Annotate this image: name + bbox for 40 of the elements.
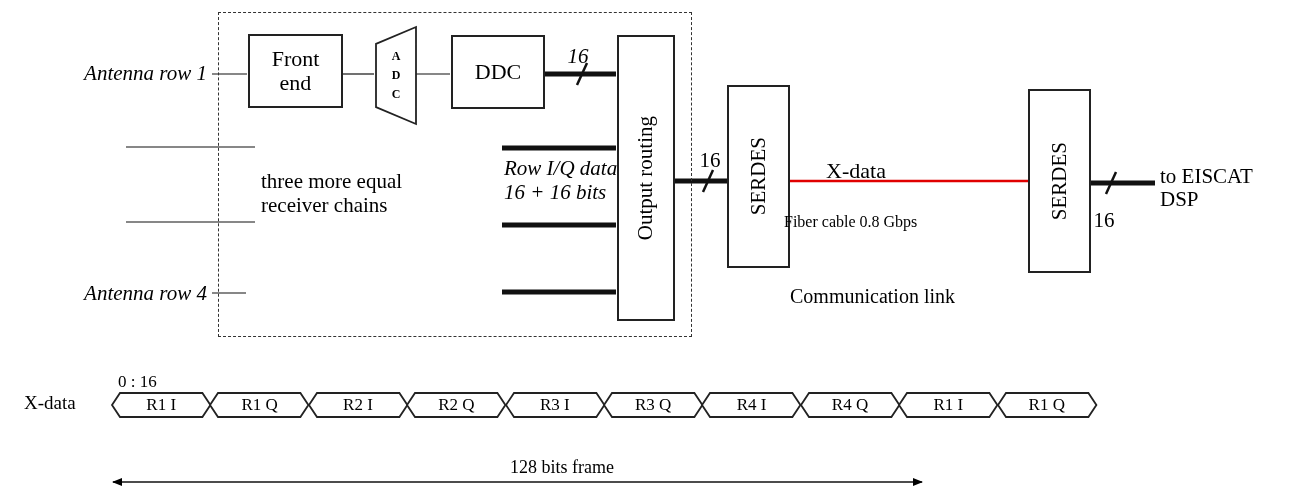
- data-word-cell: R2 Q: [407, 392, 506, 418]
- data-word-cell: R1 I: [112, 392, 211, 418]
- note-text: three more equal receiver chains: [256, 141, 416, 246]
- edge-label: X-data: [826, 158, 886, 184]
- bus-line: [674, 178, 727, 184]
- connector-line: [211, 73, 248, 75]
- bus-line: [502, 289, 616, 295]
- bit-range-label: 0 : 16: [118, 372, 157, 392]
- note-text: Row I/Q data 16 + 16 bits: [504, 156, 619, 205]
- destination-label: to EISCAT DSP: [1155, 158, 1295, 218]
- connector-line: [125, 221, 256, 223]
- data-word-cell: R4 Q: [800, 392, 900, 418]
- receiver-enclosure: [218, 12, 692, 337]
- bus-line: [544, 71, 616, 77]
- edge-label: 16: [1093, 208, 1115, 233]
- signal-name: X-data: [24, 392, 76, 414]
- data-word-cell: R2 I: [308, 392, 408, 418]
- process-box: Output routing: [617, 35, 675, 321]
- input-label: Antenna row 4: [22, 280, 212, 308]
- connector-line: [125, 146, 256, 148]
- data-word-cell: R1 I: [899, 392, 998, 418]
- data-word-cell: R3 I: [505, 392, 604, 418]
- edge-label: 16: [567, 44, 589, 69]
- process-box: DDC: [451, 35, 545, 109]
- data-word-cell: R4 I: [702, 392, 801, 418]
- data-word-cell: R1 Q: [210, 392, 309, 418]
- dimension-label: 128 bits frame: [510, 457, 614, 478]
- caption-text: Communication link: [790, 285, 955, 308]
- data-word-cell: R1 Q: [997, 392, 1096, 418]
- process-box: Front end: [248, 34, 343, 108]
- fiber-cable-line: [790, 179, 1028, 183]
- data-word-cell: R3 Q: [604, 392, 703, 418]
- adc-trapezoid: ADC: [375, 26, 417, 125]
- connector-line: [211, 292, 247, 294]
- edge-label: 16: [699, 148, 721, 173]
- bus-line: [1091, 180, 1155, 186]
- bus-line: [502, 222, 616, 228]
- input-label: Antenna row 1: [22, 60, 212, 88]
- bus-line: [502, 145, 616, 151]
- process-box: SERDES: [1028, 89, 1091, 273]
